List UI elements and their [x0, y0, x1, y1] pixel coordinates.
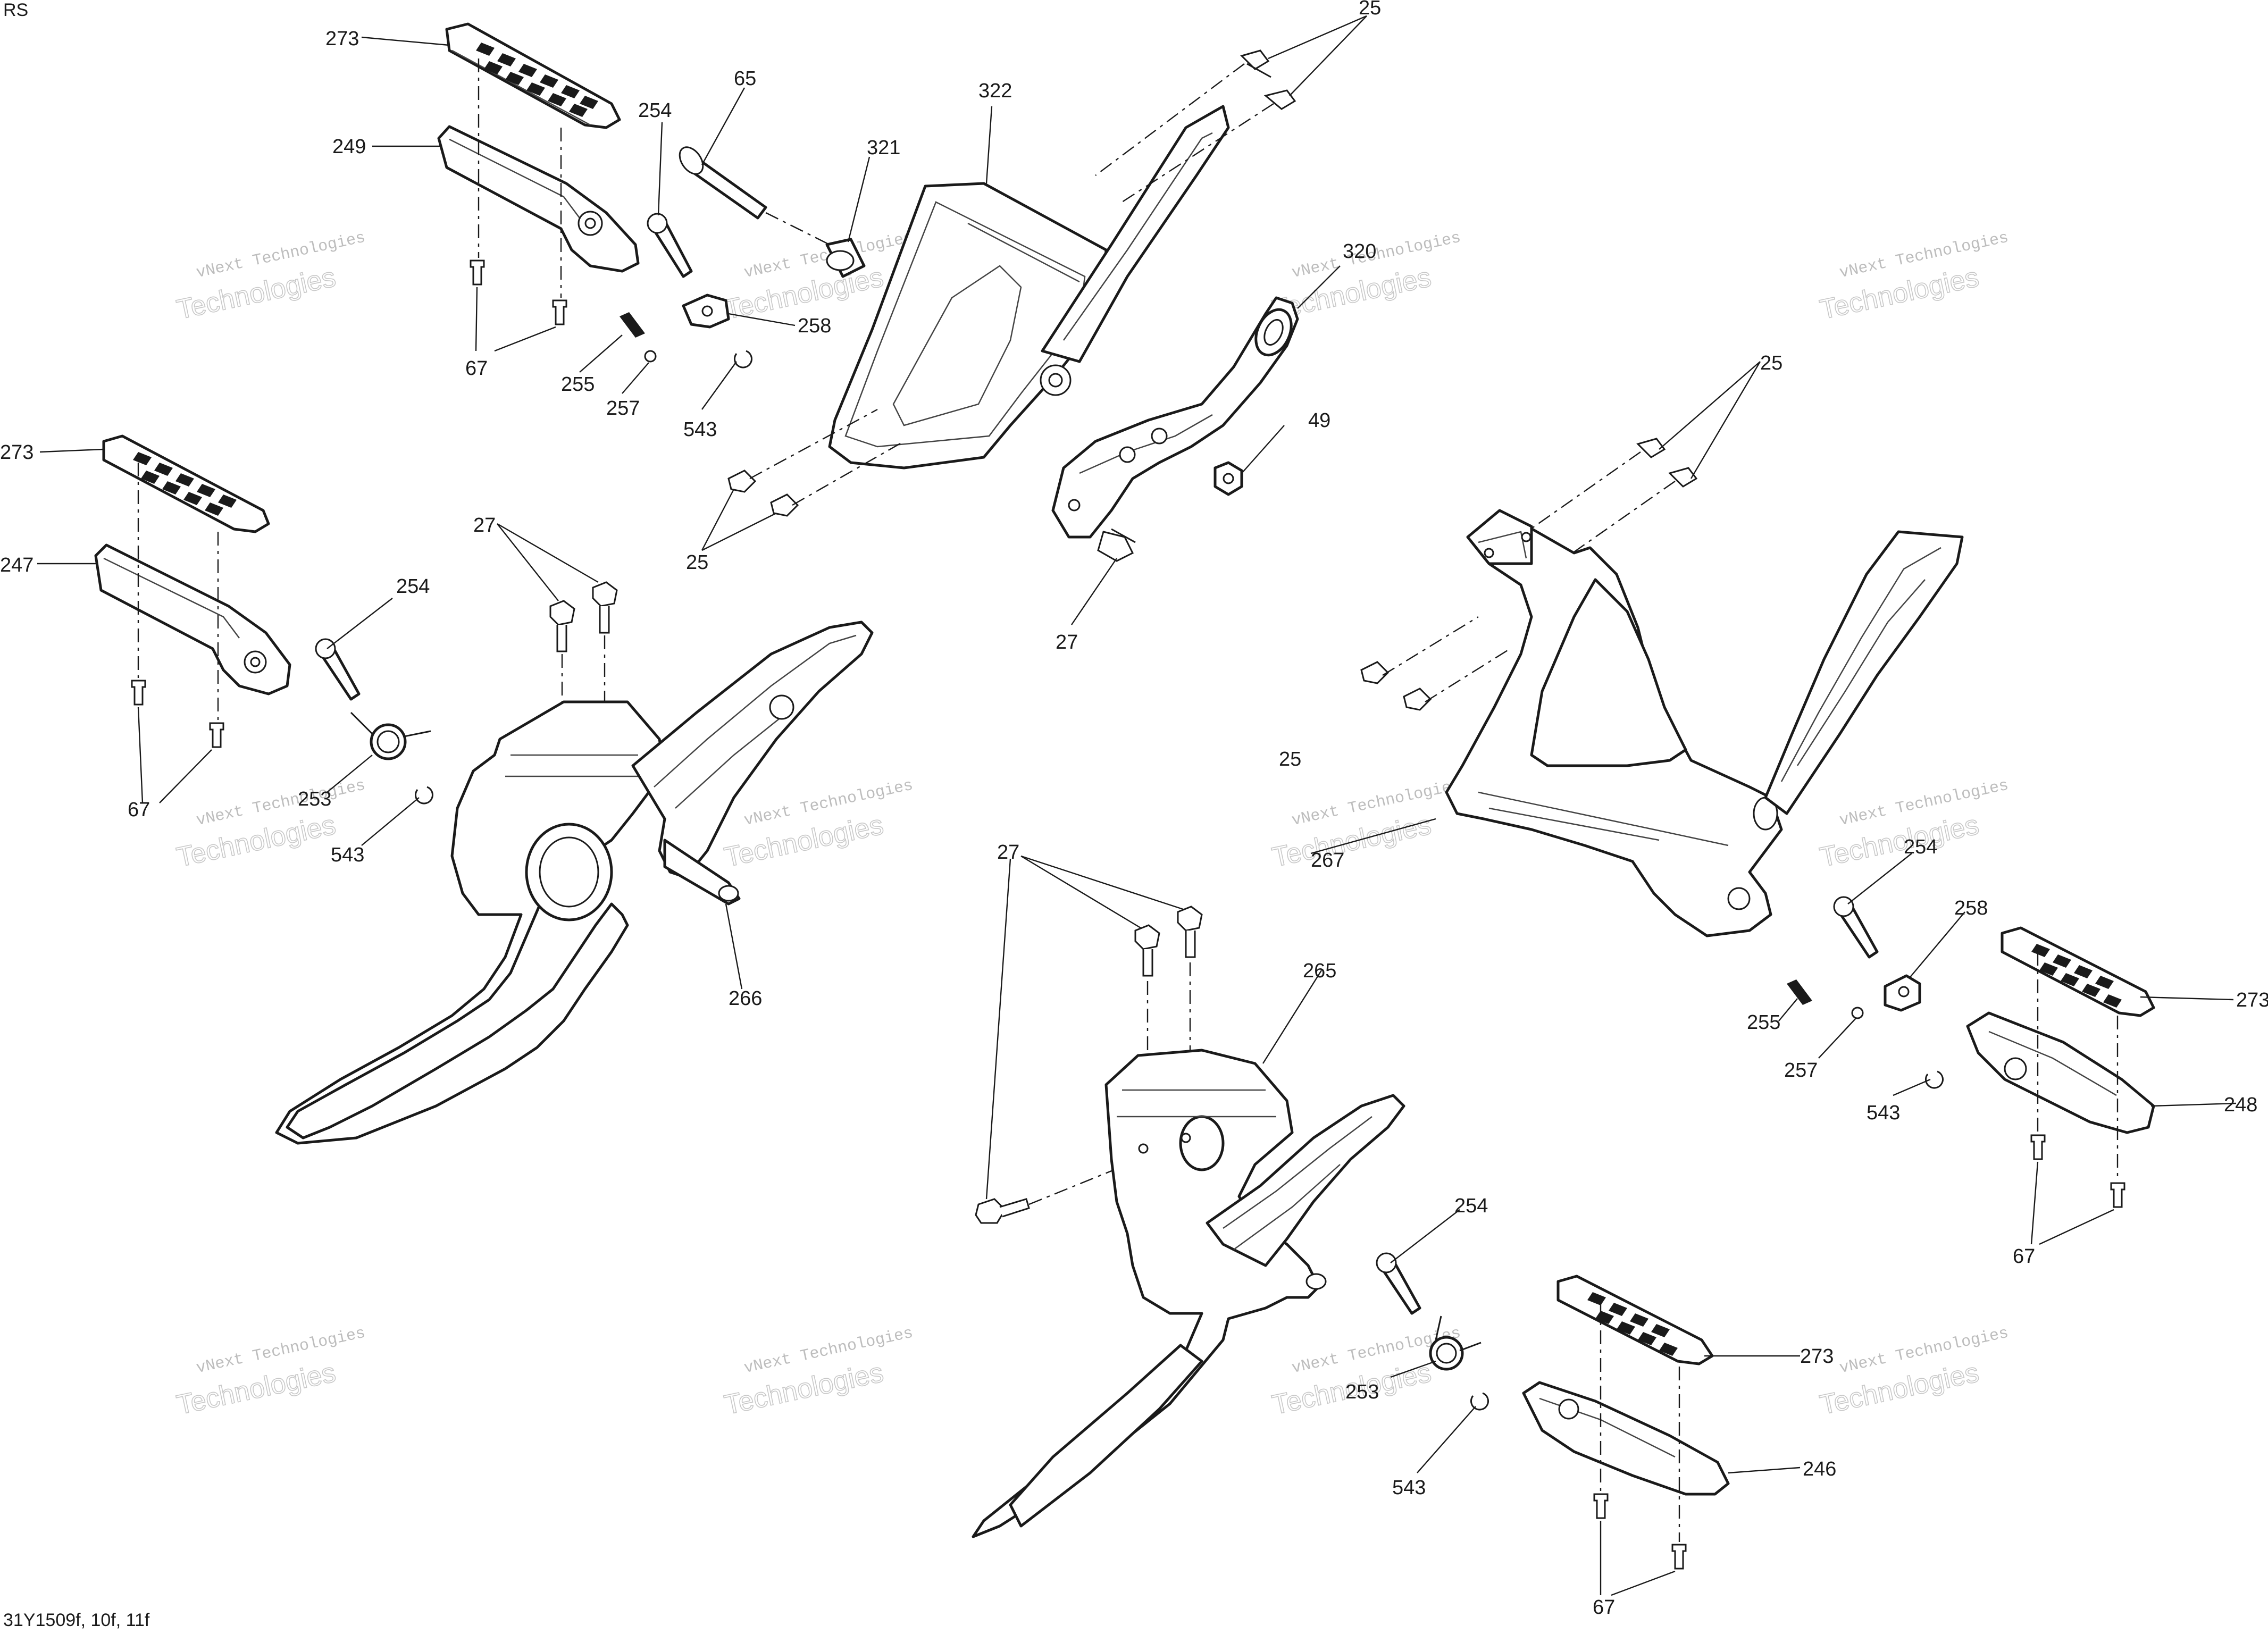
clip-543 [1470, 1392, 1489, 1411]
callout-27: 27 [1056, 631, 1078, 653]
callout-267: 267 [1311, 849, 1344, 872]
footpeg-246 [1522, 1381, 1730, 1496]
callout-65: 65 [734, 68, 756, 90]
callout-67: 67 [2013, 1245, 2035, 1268]
callout-257: 257 [606, 397, 640, 420]
callout-543: 543 [1867, 1102, 1900, 1124]
callout-25: 25 [1760, 352, 1782, 374]
bolts-27-left [549, 581, 618, 652]
callout-266: 266 [729, 987, 762, 1010]
callout-321: 321 [867, 137, 900, 159]
plate-258 [682, 294, 730, 329]
footrest-assembly-mid-left [94, 434, 433, 805]
pin-254 [1833, 896, 1879, 959]
callout-273: 273 [1800, 1345, 1834, 1368]
callout-254: 254 [396, 575, 430, 598]
ball-257 [644, 350, 657, 363]
callout-265: 265 [1303, 960, 1336, 982]
callout-247: 247 [0, 554, 34, 576]
screw-67 [131, 680, 224, 748]
clip-543 [415, 786, 433, 805]
callout-67: 67 [128, 799, 150, 821]
bracket-266 [275, 621, 874, 1145]
footrest-assembly-right [1787, 896, 2155, 1208]
callout-258: 258 [1954, 897, 1988, 919]
callout-322: 322 [978, 80, 1012, 102]
callout-248: 248 [2224, 1094, 2257, 1116]
callout-249: 249 [332, 136, 366, 158]
pin-254 [647, 213, 693, 278]
callout-253: 253 [298, 788, 331, 810]
plate-258 [1884, 974, 1921, 1012]
callout-253: 253 [1345, 1381, 1379, 1403]
bolt-65 [679, 146, 767, 220]
bolts-25-lower [727, 470, 799, 517]
link-arm-320 [1051, 296, 1299, 539]
spring-255 [620, 312, 645, 338]
callout-543: 543 [683, 418, 717, 441]
footpeg-247 [94, 543, 291, 696]
callout-543: 543 [1392, 1477, 1426, 1499]
bolt-27 [1097, 528, 1136, 562]
bolts-25-right [1360, 438, 1698, 711]
bracket-265 [972, 1049, 1405, 1538]
bracket-322 [828, 105, 1230, 470]
pin-254 [1376, 1252, 1421, 1315]
callout-254: 254 [1454, 1195, 1488, 1217]
bolts-27-center [975, 906, 1203, 1224]
callout-258: 258 [798, 315, 831, 337]
callout-254: 254 [1904, 836, 1937, 858]
callout-320: 320 [1343, 240, 1376, 263]
bushing-321 [825, 238, 866, 278]
callout-255: 255 [561, 373, 595, 396]
spring-255 [1787, 979, 1812, 1005]
callout-67: 67 [1593, 1596, 1615, 1619]
bolts-25-top [1240, 49, 1296, 110]
clip-543 [734, 350, 752, 368]
footrest-assembly-bottom-right [1376, 1252, 1730, 1570]
footrest-pad-273-bottom [1556, 1275, 1714, 1365]
footpeg-249 [437, 125, 640, 273]
pin-254 [315, 638, 361, 701]
callout-25: 25 [1359, 0, 1381, 19]
callout-49: 49 [1308, 409, 1330, 432]
footrest-pad-273-top [445, 22, 621, 129]
nut-49 [1213, 461, 1243, 496]
callout-67: 67 [465, 357, 488, 380]
leader-lines [37, 15, 2237, 1596]
torsion-spring-253 [1429, 1315, 1482, 1371]
footpeg-248 [1966, 1011, 2155, 1134]
figure-code: 31Y1509f, 10f, 11f [3, 1610, 150, 1630]
callout-273: 273 [325, 28, 359, 50]
callout-543: 543 [331, 844, 364, 866]
torsion-spring-253 [350, 711, 431, 760]
callout-273: 273 [2236, 989, 2268, 1011]
callout-25: 25 [1279, 748, 1301, 770]
corner-label: RS [3, 0, 28, 20]
footrest-pad-273-mid [102, 434, 270, 533]
callout-246: 246 [1803, 1458, 1836, 1480]
callout-27: 27 [997, 841, 1019, 864]
clip-543 [1925, 1070, 1944, 1089]
callout-257: 257 [1784, 1059, 1818, 1082]
callout-273: 273 [0, 441, 34, 464]
callout-255: 255 [1747, 1011, 1780, 1034]
footrest-assembly-top-left [437, 22, 752, 368]
screw-67 [470, 259, 567, 325]
callout-27: 27 [473, 514, 496, 537]
callout-25: 25 [686, 551, 708, 574]
footrest-pad-273-right [2001, 926, 2155, 1017]
screw-67 [2030, 1134, 2125, 1208]
screw-67 [1593, 1493, 1687, 1570]
ball-257 [1851, 1007, 1864, 1019]
callout-254: 254 [638, 99, 672, 122]
bracket-267 [1445, 509, 1964, 937]
